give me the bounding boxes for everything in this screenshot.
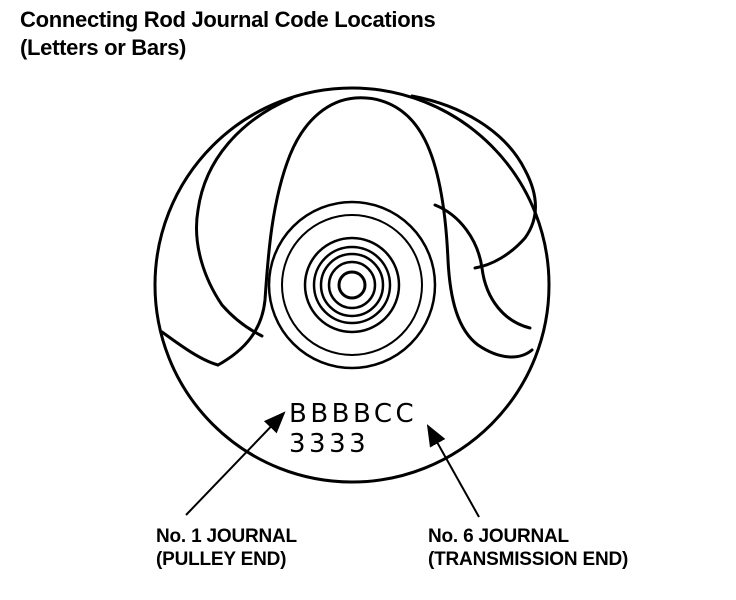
crank-arm-left-edge xyxy=(160,330,220,367)
crankshaft-outline xyxy=(153,86,551,484)
journal-ring-5 xyxy=(319,252,385,318)
journal-ring-4 xyxy=(312,245,392,325)
callout-no1-line-1: No. 1 JOURNAL xyxy=(156,526,297,547)
flange-outer-circle xyxy=(153,86,551,484)
journal-ring-6 xyxy=(327,260,377,310)
journal-outer-ring xyxy=(267,200,437,370)
journal-code-numbers: 3333 xyxy=(289,429,369,459)
journal-ring-2 xyxy=(281,214,423,356)
crank-arm xyxy=(216,96,534,367)
callout-no6-journal: No. 6 JOURNAL (TRANSMISSION END) xyxy=(428,525,628,571)
title-line-2: (Letters or Bars) xyxy=(20,35,187,60)
callout-no6-line-1: No. 6 JOURNAL xyxy=(428,526,569,547)
title-line-1: Connecting Rod Journal Code Locations xyxy=(20,7,436,32)
no6-journal-arrow xyxy=(426,424,480,518)
callout-no1-line-2: (PULLEY END) xyxy=(156,549,287,570)
journal-code-letters: BBBBCC xyxy=(289,399,417,429)
journal-ring-3 xyxy=(303,236,401,334)
journal-center-hole xyxy=(337,270,367,300)
diagram-title: Connecting Rod Journal Code Locations (L… xyxy=(20,6,436,62)
left-counterweight xyxy=(195,96,294,338)
callout-no1-journal: No. 1 JOURNAL (PULLEY END) xyxy=(156,525,297,571)
crank-arm-right-edge xyxy=(433,203,532,330)
callout-no6-line-2: (TRANSMISSION END) xyxy=(428,549,629,570)
no1-journal-arrow xyxy=(185,411,286,516)
right-counterweight xyxy=(410,94,537,270)
